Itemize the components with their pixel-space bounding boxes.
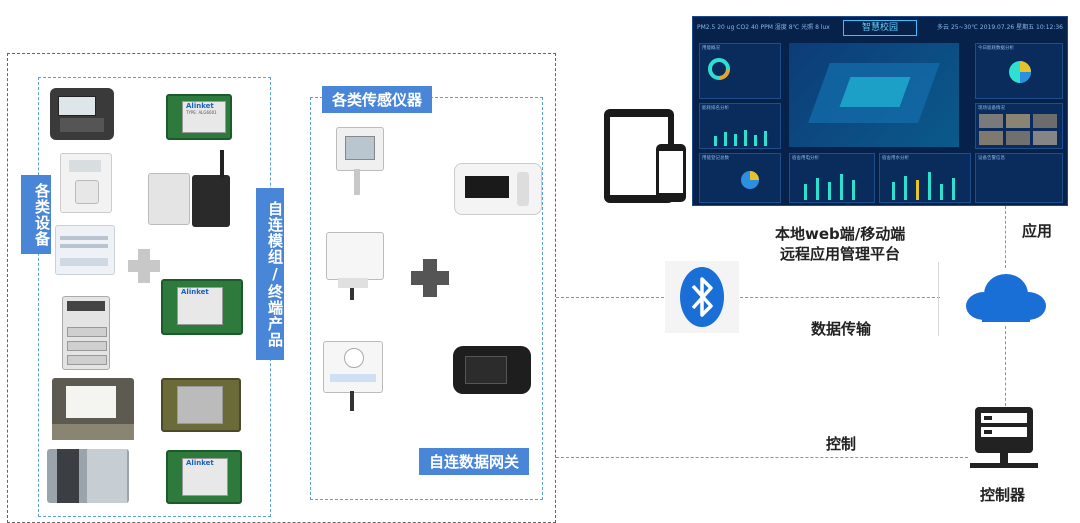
module-brand-text: Alinket	[186, 459, 214, 467]
wifi-module-image: Alinket TYPE: ALG6001	[166, 94, 232, 140]
panel-title: 用能登记总数	[702, 156, 729, 161]
wall-socket-image	[60, 153, 112, 213]
air-conditioner-image	[55, 225, 115, 275]
dashboard-panel: 用能概况	[699, 43, 781, 99]
electric-meter-image	[50, 88, 114, 140]
separator-line	[938, 262, 939, 336]
printer-image	[62, 296, 110, 370]
air-quality-sensor-image	[326, 232, 384, 300]
dashboard-panel: 设备告警信息	[975, 153, 1063, 203]
control-label: 控制	[826, 435, 857, 453]
lora-module-image: Alinket	[166, 450, 242, 504]
module-model-text: TYPE: ALG6001	[186, 110, 217, 115]
dashboard-screenshot: 智慧校园 PM2.5 20 ug CO2 40 PPM 湿度 8℃ 光照 8 l…	[692, 16, 1068, 206]
zigbee-module-image	[161, 378, 241, 432]
campus-3d-map	[789, 43, 959, 147]
light-sensor-image	[323, 341, 383, 413]
connector-line	[556, 457, 968, 458]
pie-chart-icon	[1009, 61, 1031, 83]
dashboard-panel: 能耗排名分析	[699, 103, 781, 149]
plus-icon	[128, 249, 160, 283]
panel-title: 宿舍用电分析	[792, 156, 819, 161]
gateway-label: 自连数据网关	[419, 448, 530, 475]
platform-title-line1: 本地web端/移动端	[775, 225, 906, 243]
window-blinds-image	[47, 449, 129, 503]
dashboard-panel: 今日能耗数据分析	[975, 43, 1063, 99]
dashboard-panel: 现场设备情况	[975, 103, 1063, 149]
bluetooth-icon	[680, 267, 724, 327]
panel-title: 宿舍用水分析	[882, 156, 909, 161]
dashboard-datetime: 多云 25~30℃ 2019.07.26 星期五 10:12:36	[937, 24, 1063, 31]
server-terminal-icon	[970, 407, 1038, 468]
display-panel-sensor-image	[454, 163, 542, 215]
controller-label: 控制器	[980, 486, 1026, 504]
phone-icon	[656, 144, 686, 202]
module-brand-text: Alinket	[181, 288, 209, 296]
dashboard-panel: 宿舍用电分析	[789, 153, 875, 203]
application-label: 应用	[1022, 222, 1053, 240]
connector-line	[556, 297, 664, 298]
plus-icon	[411, 259, 449, 297]
panel-title: 用能概况	[702, 46, 720, 51]
handheld-gateway-image	[453, 346, 531, 394]
connector-line	[1005, 326, 1006, 406]
dashboard-title: 智慧校园	[843, 20, 917, 36]
bluetooth-tile	[665, 261, 739, 333]
dashboard-panel: 宿舍用水分析	[879, 153, 971, 203]
panel-title: 能耗排名分析	[702, 106, 729, 111]
router-image	[148, 173, 190, 225]
module-brand-text: Alinket	[186, 102, 214, 110]
platform-title-line2: 远程应用管理平台	[780, 245, 901, 263]
ble-module-image: Alinket	[161, 279, 243, 335]
donut-chart-icon	[708, 58, 730, 80]
temperature-humidity-sensor-image	[336, 127, 384, 197]
pie-chart-icon	[741, 171, 759, 189]
panel-title: 设备告警信息	[978, 156, 1005, 161]
dashboard-env-readout: PM2.5 20 ug CO2 40 PPM 湿度 8℃ 光照 8 lux	[697, 24, 830, 31]
cloud-icon	[966, 274, 1046, 322]
connector-line	[1005, 206, 1006, 268]
classroom-projector-image	[52, 378, 134, 440]
gateway-box-image	[192, 150, 230, 227]
data-transfer-label: 数据传输	[811, 320, 872, 338]
panel-title: 现场设备情况	[978, 106, 1005, 111]
connector-line	[740, 297, 940, 298]
dashboard-panel: 用能登记总数	[699, 153, 781, 203]
sensors-label: 各类传感仪器	[322, 86, 433, 113]
panel-title: 今日能耗数据分析	[978, 46, 1014, 51]
devices-label: 各类设备	[21, 175, 51, 254]
modules-label: 自连模组/终端产品	[256, 188, 284, 360]
